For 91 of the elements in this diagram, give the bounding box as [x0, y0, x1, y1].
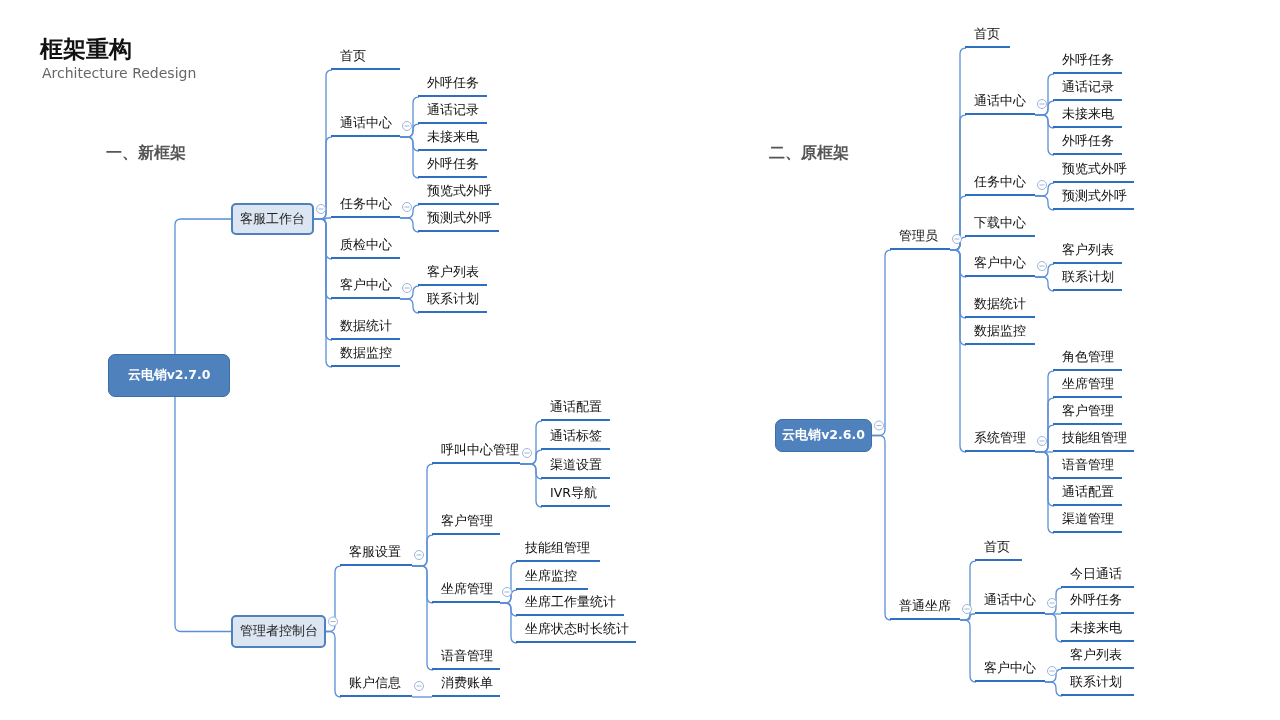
topic-label: 客户管理: [432, 511, 500, 535]
topic-label: 下载中心: [965, 213, 1035, 237]
branch-line: [519, 463, 543, 508]
branch-line: [949, 249, 967, 453]
branch-line: [1034, 114, 1055, 156]
branch-line: [325, 630, 342, 698]
branch-line: [399, 136, 420, 179]
branch-box: 管理者控制台: [231, 615, 326, 648]
topic-label: 通话中心: [965, 91, 1035, 115]
topic-label: 通话中心: [331, 113, 400, 137]
topic-label: 未接来电: [1061, 618, 1134, 642]
branch-line: [174, 218, 232, 355]
topic-label: 联系计划: [1061, 672, 1134, 696]
topic-label: 外呼任务: [1053, 50, 1122, 74]
topic-label: 今日通话: [1061, 564, 1134, 588]
topic-label: 客服设置: [340, 542, 412, 566]
topic-label: 未接来电: [418, 127, 487, 151]
topic-label: 呼叫中心管理: [432, 440, 520, 464]
branch-line: [959, 619, 977, 683]
topic-label: 外呼任务: [418, 73, 487, 97]
topic-label: 外呼任务: [1053, 131, 1122, 155]
branch-line: [1034, 195, 1055, 211]
topic-label: 任务中心: [331, 194, 400, 218]
topic-label: 首页: [331, 46, 400, 70]
topic-label: 预览式外呼: [1053, 159, 1134, 183]
topic-label: 客户中心: [965, 253, 1035, 277]
topic-label: 语音管理: [432, 646, 500, 670]
topic-label: 通话记录: [418, 100, 487, 124]
topic-label: 客户列表: [418, 262, 487, 286]
topic-label: 坐席状态时长统计: [516, 619, 636, 643]
topic-label: 数据统计: [331, 316, 400, 340]
branch-line: [871, 434, 892, 621]
topic-label: 通话记录: [1053, 77, 1122, 101]
topic-label: 客户列表: [1053, 240, 1122, 264]
topic-label: 外呼任务: [1061, 590, 1134, 614]
topic-label: 坐席管理: [1053, 374, 1122, 398]
topic-label: 渠道设置: [541, 455, 610, 479]
topic-label: 通话标签: [541, 426, 610, 450]
topic-label: 任务中心: [965, 172, 1035, 196]
branch-line: [411, 696, 433, 698]
topic-label: 未接来电: [1053, 104, 1122, 128]
topic-label: 通话配置: [541, 397, 610, 421]
branch-line: [1044, 681, 1063, 697]
topic-label: 首页: [965, 24, 1010, 48]
branch-line: [1034, 276, 1055, 292]
branch-line: [399, 217, 420, 233]
topic-label: 坐席工作量统计: [516, 592, 624, 616]
topic-label: 管理员: [890, 226, 950, 250]
topic-label: 首页: [975, 537, 1022, 561]
topic-label: 消费账单: [432, 673, 500, 697]
topic-label: 技能组管理: [1053, 428, 1134, 452]
section-heading: 二、原框架: [769, 143, 849, 164]
topic-label: 预测式外呼: [1053, 186, 1134, 210]
topic-label: 数据统计: [965, 294, 1035, 318]
branch-line: [1034, 451, 1055, 534]
topic-label: 外呼任务: [418, 154, 487, 178]
branch-line: [174, 396, 232, 633]
subtitle: Architecture Redesign: [42, 65, 197, 81]
topic-label: 联系计划: [418, 289, 487, 313]
topic-label: 质检中心: [331, 235, 400, 259]
topic-label: 客户列表: [1061, 645, 1134, 669]
topic-label: IVR导航: [541, 483, 610, 507]
topic-label: 客户管理: [1053, 401, 1122, 425]
branch-box: 客服工作台: [231, 203, 314, 235]
root-box: 云电销v2.7.0: [108, 354, 230, 397]
topic-label: 渠道管理: [1053, 509, 1122, 533]
topic-label: 通话配置: [1053, 482, 1122, 506]
branch-line: [313, 218, 333, 368]
branch-line: [1044, 613, 1063, 643]
topic-label: 预测式外呼: [418, 208, 499, 232]
topic-label: 数据监控: [331, 343, 400, 367]
topic-label: 语音管理: [1053, 455, 1122, 479]
branch-line: [411, 565, 434, 671]
topic-label: 通话中心: [975, 590, 1045, 614]
topic-label: 客户中心: [331, 275, 400, 299]
topic-label: 预览式外呼: [418, 181, 499, 205]
topic-label: 坐席管理: [432, 579, 500, 603]
topic-label: 联系计划: [1053, 267, 1122, 291]
branch-line: [499, 602, 518, 644]
section-heading: 一、新框架: [106, 143, 186, 164]
title: 框架重构: [40, 35, 132, 64]
topic-label: 账户信息: [340, 673, 412, 697]
branch-line: [399, 298, 420, 314]
root-box: 云电销v2.6.0: [775, 419, 872, 452]
topic-label: 角色管理: [1053, 347, 1122, 371]
topic-label: 坐席监控: [516, 566, 588, 590]
topic-label: 客户中心: [975, 658, 1045, 682]
topic-label: 系统管理: [965, 428, 1035, 452]
topic-label: 普通坐席: [890, 596, 960, 620]
topic-label: 数据监控: [965, 321, 1035, 345]
topic-label: 技能组管理: [516, 538, 600, 562]
